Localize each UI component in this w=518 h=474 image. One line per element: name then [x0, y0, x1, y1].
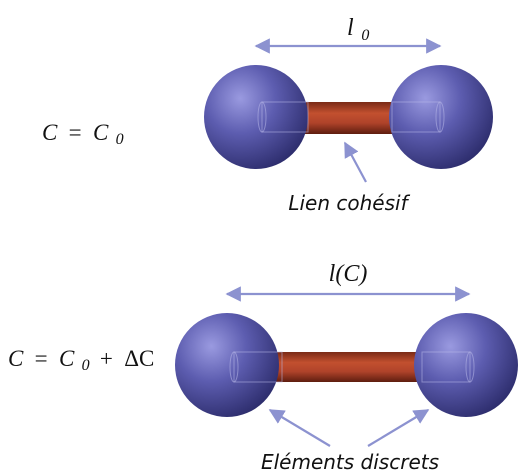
- top-equation-subscript: 0: [116, 131, 124, 148]
- bottom-right-bond-ghost-cap: [465, 351, 475, 383]
- top-cohesive-bond: [290, 102, 406, 134]
- bottom-elements-label: Eléments discrets: [261, 450, 439, 474]
- bottom-cohesive-bond: [262, 352, 442, 382]
- top-right-bond-ghost-cap: [435, 101, 445, 133]
- top-right-sphere: [389, 65, 493, 169]
- bottom-length-label: l(C): [329, 261, 368, 287]
- bottom-left-bond-ghost: [233, 351, 283, 383]
- top-length-label-subscript: 0: [361, 27, 369, 44]
- bottom-state: C = C 0 + ΔC l(C) Eléments discrets: [8, 261, 518, 474]
- top-equation: C = C 0: [42, 120, 124, 148]
- bottom-right-bond-ghost: [421, 351, 471, 383]
- bottom-equation-delta: ΔC: [124, 346, 154, 371]
- top-left-bond-ghost-cap: [257, 101, 267, 133]
- top-length-label-base: l: [347, 15, 354, 41]
- top-left-bond-ghost: [261, 101, 309, 133]
- bottom-equation-subscript: 0: [82, 357, 90, 374]
- top-right-bond-ghost: [391, 101, 441, 133]
- bottom-equation-plus: +: [100, 346, 113, 371]
- bottom-left-element-pointer-arrow: [268, 409, 331, 447]
- bottom-left-bond-ghost-cap: [229, 351, 239, 383]
- top-state: C = C 0 l 0 Lien cohésif: [42, 13, 493, 215]
- top-bond-pointer-arrow: [344, 141, 367, 183]
- bottom-left-sphere: [175, 313, 279, 417]
- top-equation-rhs: C: [93, 120, 109, 145]
- top-equation-lhs: C: [42, 120, 58, 145]
- top-bond-label: Lien cohésif: [288, 191, 410, 215]
- top-length-label: l 0: [347, 13, 369, 44]
- top-equation-equals: =: [69, 120, 82, 145]
- top-left-sphere: [204, 65, 308, 169]
- bottom-equation-rhs: C: [59, 346, 75, 371]
- bottom-equation-lhs: C: [8, 346, 24, 371]
- bottom-equation: C = C 0 + ΔC: [8, 346, 154, 376]
- bottom-equation-equals: =: [35, 346, 48, 371]
- bottom-right-element-pointer-arrow: [367, 409, 430, 447]
